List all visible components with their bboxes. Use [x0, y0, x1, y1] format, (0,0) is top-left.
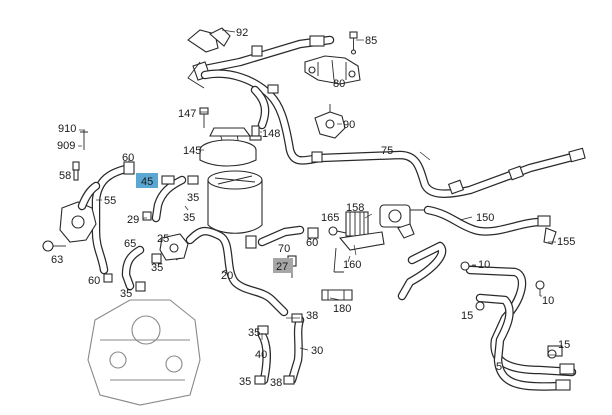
- callout-155[interactable]: 155: [557, 236, 575, 248]
- callout-30[interactable]: 30: [311, 345, 323, 357]
- bolt-85: [349, 31, 358, 55]
- callout-145[interactable]: 145: [183, 145, 201, 157]
- callout-75[interactable]: 75: [381, 145, 393, 157]
- callout-35-lower[interactable]: 35: [120, 288, 132, 300]
- bolt-15-upper: [475, 301, 485, 311]
- callout-80[interactable]: 80: [333, 78, 345, 90]
- hose-40: [254, 325, 271, 385]
- callout-40[interactable]: 40: [255, 349, 267, 361]
- hose-45: [151, 175, 199, 223]
- clip-60-mid: [307, 227, 319, 239]
- hose-55: [91, 163, 135, 275]
- bracket-80: [304, 55, 361, 85]
- callout-60-mid[interactable]: 60: [306, 237, 318, 249]
- callout-10-lower[interactable]: 10: [542, 295, 554, 307]
- bolt-147: [199, 107, 209, 128]
- callout-35-bottom[interactable]: 35: [239, 376, 251, 388]
- callout-158[interactable]: 158: [346, 202, 364, 214]
- callout-15-upper[interactable]: 15: [461, 310, 473, 322]
- bolt-10-lower: [535, 280, 545, 296]
- upper-fuel-rail: [187, 27, 335, 89]
- callout-160[interactable]: 160: [343, 259, 361, 271]
- clip-180: [321, 289, 353, 301]
- callout-29[interactable]: 29: [127, 214, 139, 226]
- callout-35-upper[interactable]: 35: [187, 192, 199, 204]
- filter-clamp-145: [199, 127, 257, 167]
- callout-5[interactable]: 5: [496, 361, 502, 373]
- callout-909[interactable]: 909: [57, 140, 75, 152]
- valve-58-910-909: [72, 130, 88, 181]
- fitting-155: [543, 227, 557, 245]
- callout-60-upper[interactable]: 60: [122, 152, 134, 164]
- fuel-filter-canister: [207, 170, 263, 234]
- callout-45[interactable]: 45: [141, 176, 153, 188]
- hose-65: [121, 245, 145, 291]
- fuel-line-75: [200, 69, 586, 198]
- fitting-29: [142, 211, 152, 221]
- hose-30: [283, 313, 305, 385]
- callout-10-upper[interactable]: 10: [478, 259, 490, 271]
- callout-20[interactable]: 20: [221, 270, 233, 282]
- bolt-15-lower: [547, 349, 557, 359]
- callout-70[interactable]: 70: [278, 243, 290, 255]
- pipe-5-assembly: [397, 241, 577, 391]
- callout-60-lower[interactable]: 60: [88, 275, 100, 287]
- callout-labels: 92 85 80 90 147 148 145 910 909 58 60 45…: [51, 27, 575, 389]
- callout-150[interactable]: 150: [476, 212, 494, 224]
- callout-147[interactable]: 147: [178, 108, 196, 120]
- callout-63[interactable]: 63: [51, 254, 63, 266]
- clip-60-lower: [103, 273, 113, 283]
- callout-15-lower[interactable]: 15: [558, 339, 570, 351]
- pressure-sensor-90: [314, 104, 346, 139]
- callout-25[interactable]: 25: [157, 233, 169, 245]
- pump-158: [345, 204, 432, 239]
- callout-45-highlight: [136, 173, 158, 188]
- bracket-160: [333, 231, 385, 273]
- callout-65[interactable]: 65: [124, 238, 136, 250]
- callout-35-mid[interactable]: 35: [151, 262, 163, 274]
- callout-38-bottom[interactable]: 38: [270, 377, 282, 389]
- fitting-148: [249, 125, 262, 141]
- callout-35-hose[interactable]: 35: [248, 327, 260, 339]
- high-pressure-pump: [87, 299, 201, 406]
- callout-27-highlight: [273, 258, 293, 273]
- hose-70: [245, 225, 305, 249]
- callout-35-filter[interactable]: 35: [183, 212, 195, 224]
- callout-165[interactable]: 165: [321, 212, 339, 224]
- hose-150: [423, 205, 551, 236]
- callout-910[interactable]: 910: [58, 123, 76, 135]
- connector-25: [159, 233, 189, 261]
- callout-58[interactable]: 58: [59, 170, 71, 182]
- callout-55[interactable]: 55: [104, 195, 116, 207]
- callout-90[interactable]: 90: [343, 119, 355, 131]
- fuel-pump-left-assembly: [59, 181, 101, 243]
- callout-180[interactable]: 180: [333, 303, 351, 315]
- bolt-10-upper: [460, 261, 476, 271]
- bolt-63: [42, 240, 66, 252]
- callout-148[interactable]: 148: [262, 128, 280, 140]
- callout-27[interactable]: 27: [276, 261, 288, 273]
- screw-165: [328, 226, 347, 236]
- clip-35-left: [135, 253, 162, 292]
- line-20: [185, 226, 289, 317]
- callout-38-upper[interactable]: 38: [306, 310, 318, 322]
- callout-85[interactable]: 85: [365, 35, 377, 47]
- callout-92[interactable]: 92: [236, 27, 248, 39]
